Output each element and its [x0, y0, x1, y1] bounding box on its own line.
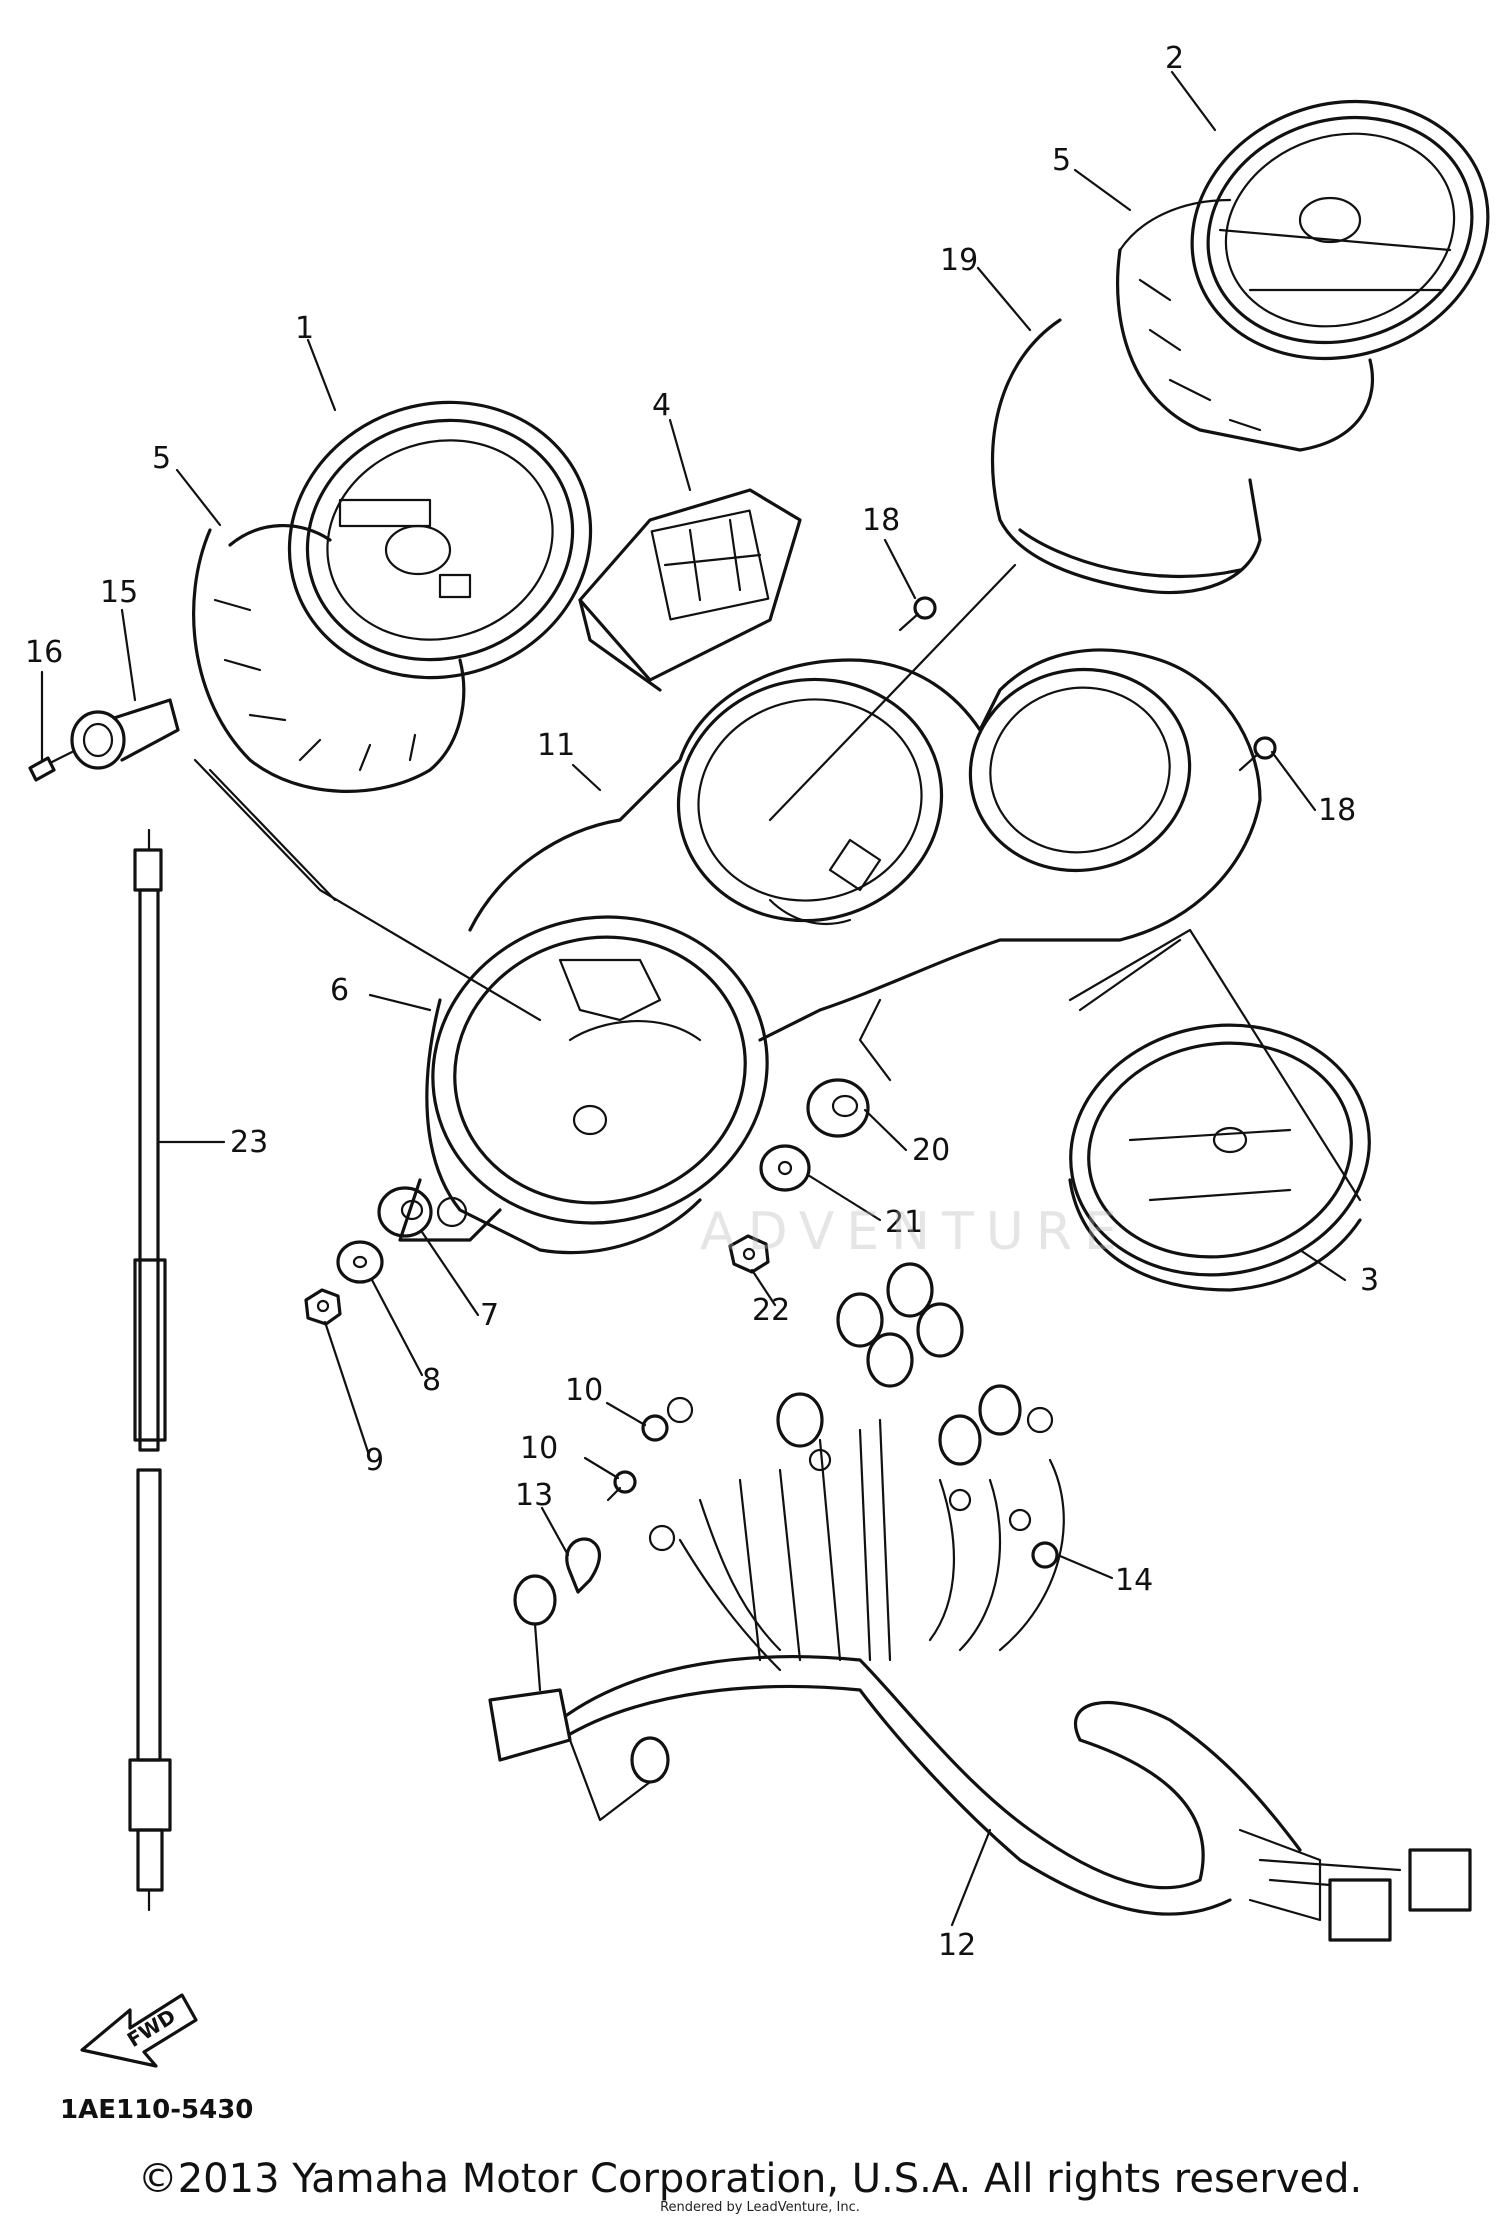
callout-18-right: 18: [1318, 793, 1356, 828]
part-8-washer[interactable]: [336, 1240, 384, 1284]
part-10-screw[interactable]: [606, 1470, 637, 1502]
part-1-speedometer[interactable]: [253, 364, 626, 717]
callout-4: 4: [652, 388, 671, 423]
part-16-fitting[interactable]: [70, 698, 180, 770]
leader-lines: [40, 70, 1347, 1927]
part-17-screw[interactable]: [28, 750, 74, 782]
copyright-notice: ©2013 Yamaha Motor Corporation, U.S.A. A…: [137, 2156, 1363, 2202]
part-18-screw-upper[interactable]: [898, 596, 937, 632]
fwd-arrow-icon: FWD: [80, 1993, 198, 2068]
guide-line-upper: [768, 563, 1017, 822]
callout-18-upper: 18: [862, 503, 900, 538]
callout-2: 2: [1165, 41, 1184, 76]
part-7-grommet[interactable]: [377, 1186, 433, 1238]
callout-8: 8: [422, 1363, 441, 1398]
callout-12: 11: [537, 728, 575, 763]
callout-6: 6: [330, 973, 349, 1008]
callout-17: 16: [25, 635, 63, 670]
part-3-gauge[interactable]: [1051, 1002, 1390, 1298]
callout-5-left: 5: [152, 441, 171, 476]
part-9-nut[interactable]: [304, 1288, 342, 1326]
callout-10: 10: [520, 1431, 558, 1466]
part-6-meter-housing[interactable]: [398, 882, 800, 1258]
callout-13: 12: [938, 1928, 976, 1963]
part-23-speedometer-cable[interactable]: [128, 828, 172, 1912]
callout-23: 23: [230, 1125, 268, 1160]
callout-22: 22: [752, 1293, 790, 1328]
part-5-meter-case-upper[interactable]: [1116, 198, 1375, 452]
callout-15: 14: [1115, 1563, 1153, 1598]
part-4-indicator-panel[interactable]: [578, 488, 802, 692]
rendered-by-note: Rendered by LeadVenture, Inc.: [660, 2200, 860, 2215]
callout-9: 9: [365, 1443, 384, 1478]
part-13-wire-harness[interactable]: [488, 1262, 1472, 1942]
callout-1: 1: [295, 311, 314, 346]
part-12-meter-bracket[interactable]: [468, 648, 1262, 1042]
part-19-meter-cover[interactable]: [990, 318, 1262, 595]
callout-20: 20: [912, 1133, 950, 1168]
part-2-tachometer[interactable]: [1158, 64, 1500, 396]
callout-7: 7: [480, 1298, 499, 1333]
watermark: ADVENTURE: [700, 1202, 1129, 1262]
callout-14: 13: [515, 1478, 553, 1513]
guide-line-right: [1068, 928, 1362, 1202]
callout-19: 19: [940, 243, 978, 278]
guide-line-left: [193, 758, 542, 1022]
callout-11: 10: [565, 1373, 603, 1408]
callout-5-upper: 5: [1052, 143, 1071, 178]
callout-16: 15: [100, 575, 138, 610]
part-20-grommet[interactable]: [806, 1078, 870, 1138]
part-11-nut[interactable]: [641, 1414, 669, 1442]
figure-id: 1AE110-5430: [60, 2095, 253, 2125]
guide-line-lower: [858, 998, 892, 1082]
part-21-washer[interactable]: [759, 1144, 811, 1192]
callout-3: 3: [1360, 1263, 1379, 1298]
callout-21: 21: [885, 1205, 923, 1240]
part-5-meter-case-left[interactable]: [192, 523, 466, 793]
part-22-nut[interactable]: [728, 1234, 770, 1274]
part-15-screw[interactable]: [1031, 1541, 1059, 1569]
part-18-screw-right[interactable]: [1238, 736, 1277, 772]
part-14-bulb[interactable]: [565, 1537, 601, 1594]
